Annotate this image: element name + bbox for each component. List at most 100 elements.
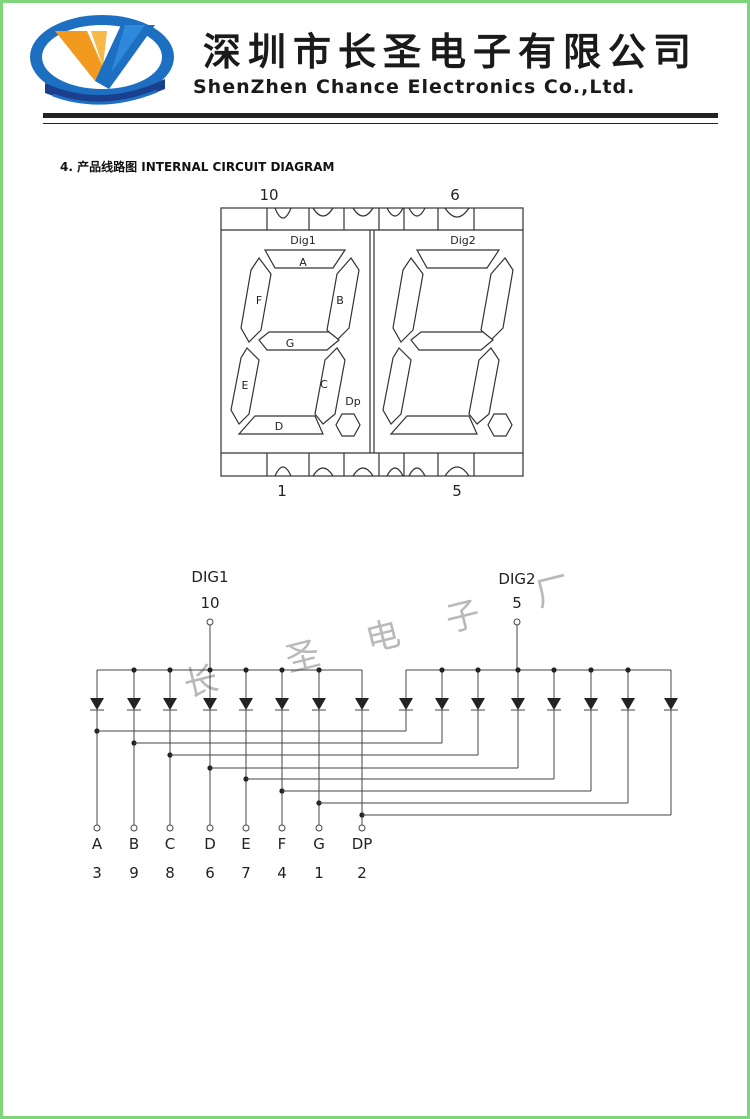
dig2-led-1-symbol bbox=[435, 698, 449, 710]
dig2-led-5-symbol bbox=[584, 698, 598, 710]
segment-pin-e: 7 bbox=[241, 864, 251, 882]
dig1-led-3-symbol bbox=[203, 698, 217, 710]
digit-1-segment-f bbox=[240, 256, 272, 343]
header-divider-thick bbox=[43, 113, 718, 118]
segment-terminal-3 bbox=[206, 824, 214, 832]
dig1-junction-5 bbox=[279, 667, 285, 673]
digit-2-label: Dig2 bbox=[450, 234, 476, 247]
segment-pin-dp: 2 bbox=[357, 864, 367, 882]
dig2-junction-2 bbox=[475, 667, 481, 673]
digit-1-segment-c bbox=[314, 347, 346, 425]
digit-1-segment-dp bbox=[335, 413, 361, 437]
watermark-char-4: 子 bbox=[442, 594, 485, 641]
segment-tap-6 bbox=[316, 800, 322, 806]
dig1-led-6-symbol bbox=[312, 698, 326, 710]
segment-terminal-6 bbox=[315, 824, 323, 832]
digit-1-label-c: C bbox=[320, 378, 328, 391]
dig2-name: DIG2 bbox=[498, 570, 535, 588]
dig1-led-7-symbol bbox=[355, 698, 369, 710]
segment-pin-d: 6 bbox=[205, 864, 215, 882]
digit-2-segment-dp bbox=[487, 413, 513, 437]
pin-label-top-right: 6 bbox=[450, 186, 460, 204]
pin-label-bottom-left: 1 bbox=[277, 482, 287, 500]
dig2-led-7-symbol bbox=[664, 698, 678, 710]
watermark-char-2: 圣 bbox=[282, 634, 325, 681]
digit-1: Dig1 A F B G E C D Dp bbox=[230, 234, 361, 437]
segment-pin-f: 4 bbox=[277, 864, 287, 882]
digit-1-label-a: A bbox=[299, 256, 307, 269]
dig2-led-4-symbol bbox=[547, 698, 561, 710]
digit-2-segment-b bbox=[480, 257, 514, 341]
package-outline bbox=[220, 207, 524, 477]
dig2-terminal bbox=[513, 618, 521, 626]
dig2-led-2-symbol bbox=[471, 698, 485, 710]
segment-label-a: A bbox=[92, 835, 103, 853]
digit-2-segment-c bbox=[468, 347, 500, 425]
segment-label-g: G bbox=[313, 835, 325, 853]
dig2-led-3-symbol bbox=[511, 698, 525, 710]
segment-terminal-1 bbox=[130, 824, 138, 832]
dig2-junction-4 bbox=[551, 667, 557, 673]
display-package-drawing: 10 6 1 5 bbox=[203, 178, 543, 508]
segment-terminal-2 bbox=[166, 824, 174, 832]
dig2-led-6-symbol bbox=[621, 698, 635, 710]
dig1-led-2-symbol bbox=[163, 698, 177, 710]
pin-label-bottom-right: 5 bbox=[452, 482, 462, 500]
dig1-led-1-symbol bbox=[127, 698, 141, 710]
segment-label-dp: DP bbox=[352, 835, 373, 853]
digit-1-label-b: B bbox=[336, 294, 344, 307]
segment-tap-5 bbox=[279, 788, 285, 794]
dig1-pin: 10 bbox=[200, 594, 219, 612]
circuit-wiring bbox=[90, 618, 678, 832]
company-name-english: ShenZhen Chance Electronics Co.,Ltd. bbox=[193, 76, 636, 98]
digit-2-segment-d bbox=[389, 415, 478, 435]
pin-label-top-left: 10 bbox=[259, 186, 278, 204]
digit-1-label-e: E bbox=[242, 379, 249, 392]
digit-2-segment-g bbox=[410, 331, 494, 351]
segment-terminal-7 bbox=[358, 824, 366, 832]
digit-1-segment-d bbox=[237, 415, 324, 435]
segment-pin-labels: A B C D E F G DP 3 9 8 6 7 4 1 2 bbox=[92, 835, 372, 882]
segment-terminal-5 bbox=[278, 824, 286, 832]
segment-terminal-4 bbox=[242, 824, 250, 832]
segment-pin-g: 1 bbox=[314, 864, 324, 882]
digit-2-segment-e bbox=[382, 347, 412, 425]
watermark: 长 圣 电 子 厂 bbox=[180, 569, 575, 706]
watermark-char-3: 电 bbox=[362, 614, 405, 661]
dig1-junction-1 bbox=[131, 667, 137, 673]
segment-terminal-0 bbox=[93, 824, 101, 832]
segment-label-c: C bbox=[165, 835, 175, 853]
dig1-junction-2 bbox=[167, 667, 173, 673]
digit-1-label-d: D bbox=[275, 420, 283, 433]
digit-1-label-dp: Dp bbox=[345, 395, 360, 408]
segment-pin-c: 8 bbox=[165, 864, 175, 882]
company-logo bbox=[25, 9, 180, 111]
dig1-junction-4 bbox=[243, 667, 249, 673]
digit-2-segment-a bbox=[415, 249, 501, 269]
segment-pin-b: 9 bbox=[129, 864, 139, 882]
segment-pin-a: 3 bbox=[92, 864, 102, 882]
digit-1-label: Dig1 bbox=[290, 234, 316, 247]
dig2-junction-3 bbox=[515, 667, 521, 673]
dig2-pin: 5 bbox=[512, 594, 522, 612]
segment-label-f: F bbox=[278, 835, 287, 853]
dig1-terminal bbox=[206, 618, 214, 626]
dig1-junction-3 bbox=[207, 667, 213, 673]
dig2-junction-1 bbox=[439, 667, 445, 673]
dig1-junction-6 bbox=[316, 667, 322, 673]
section-title: 4. 产品线路图 INTERNAL CIRCUIT DIAGRAM bbox=[60, 160, 335, 174]
dig1-led-5-symbol bbox=[275, 698, 289, 710]
digit-1-label-f: F bbox=[256, 294, 262, 307]
dig1-led-0-symbol bbox=[90, 698, 104, 710]
dig1-led-4-symbol bbox=[239, 698, 253, 710]
header-divider-thin bbox=[43, 123, 718, 124]
digit-2: Dig2 bbox=[382, 234, 514, 437]
digit-1-segment-g bbox=[258, 331, 340, 351]
segment-label-d: D bbox=[204, 835, 216, 853]
digit-1-segment-a bbox=[263, 249, 347, 269]
segment-label-e: E bbox=[241, 835, 250, 853]
segment-label-b: B bbox=[129, 835, 139, 853]
digit-1-label-g: G bbox=[286, 337, 295, 350]
watermark-char-5: 厂 bbox=[532, 569, 575, 616]
